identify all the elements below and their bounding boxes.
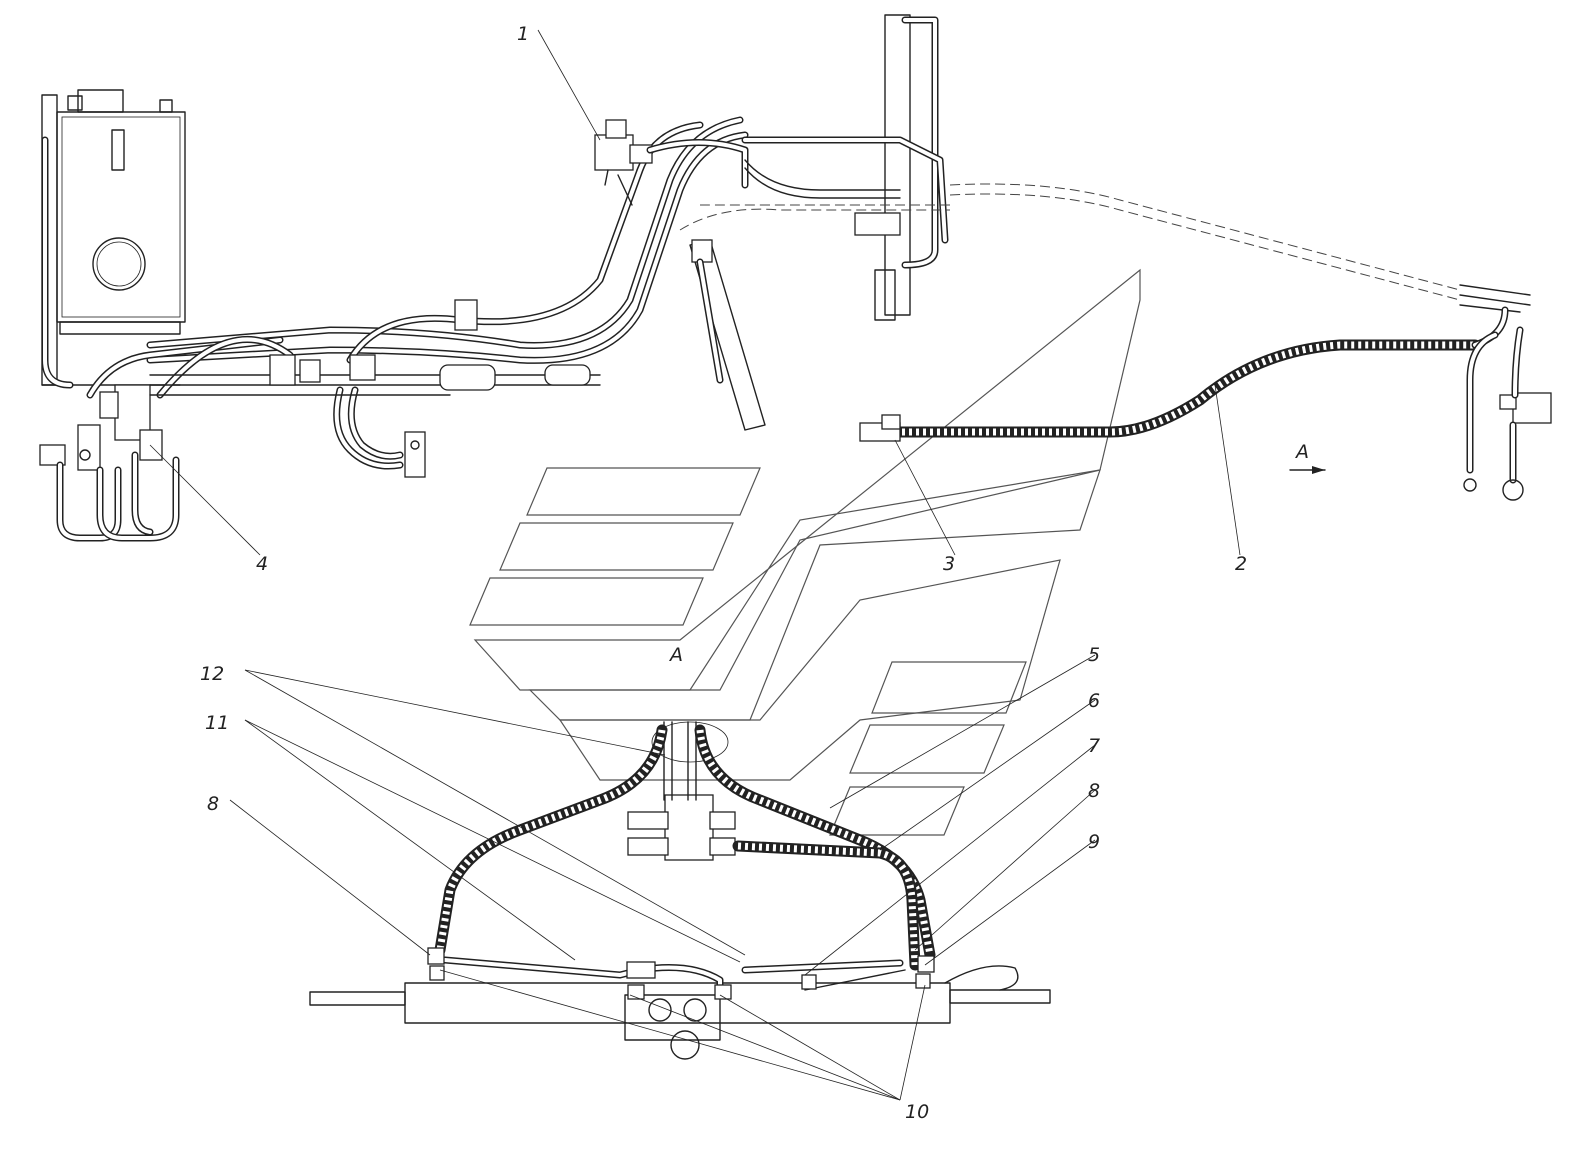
hydraulic-tank bbox=[41, 89, 186, 386]
callout-5: 5 bbox=[1088, 644, 1100, 666]
hydraulic-cylinders bbox=[689, 14, 939, 431]
callout-8-right: 8 bbox=[1088, 780, 1100, 802]
right-valve-block bbox=[1463, 326, 1552, 501]
control-valve-1 bbox=[594, 119, 749, 206]
section-a-detail: A bbox=[309, 644, 1051, 1060]
section-label: A bbox=[668, 644, 683, 666]
callout-8-left: 8 bbox=[207, 793, 219, 815]
callout-2: 2 bbox=[1235, 553, 1247, 575]
callout-1: 1 bbox=[517, 23, 529, 45]
callout-6: 6 bbox=[1088, 690, 1100, 712]
upper-pipes bbox=[679, 136, 1531, 313]
callout-12: 12 bbox=[200, 663, 224, 685]
callout-3: 3 bbox=[943, 553, 955, 575]
callout-4: 4 bbox=[256, 553, 268, 575]
view-arrow-label: A bbox=[1294, 441, 1309, 463]
pump-filter-assembly bbox=[39, 136, 180, 542]
braided-hose-2 bbox=[859, 306, 1509, 442]
callout-7: 7 bbox=[1088, 735, 1100, 757]
callout-11: 11 bbox=[205, 712, 229, 734]
callout-9: 9 bbox=[1088, 831, 1100, 853]
leader-lines bbox=[149, 29, 1241, 1101]
callout-labels: 1 2 3 4 5 6 7 8 9 10 11 12 8 bbox=[200, 23, 1247, 1123]
view-arrow-a: A bbox=[1289, 441, 1326, 474]
main-hose-bundle bbox=[86, 116, 749, 478]
callout-10: 10 bbox=[905, 1101, 929, 1123]
